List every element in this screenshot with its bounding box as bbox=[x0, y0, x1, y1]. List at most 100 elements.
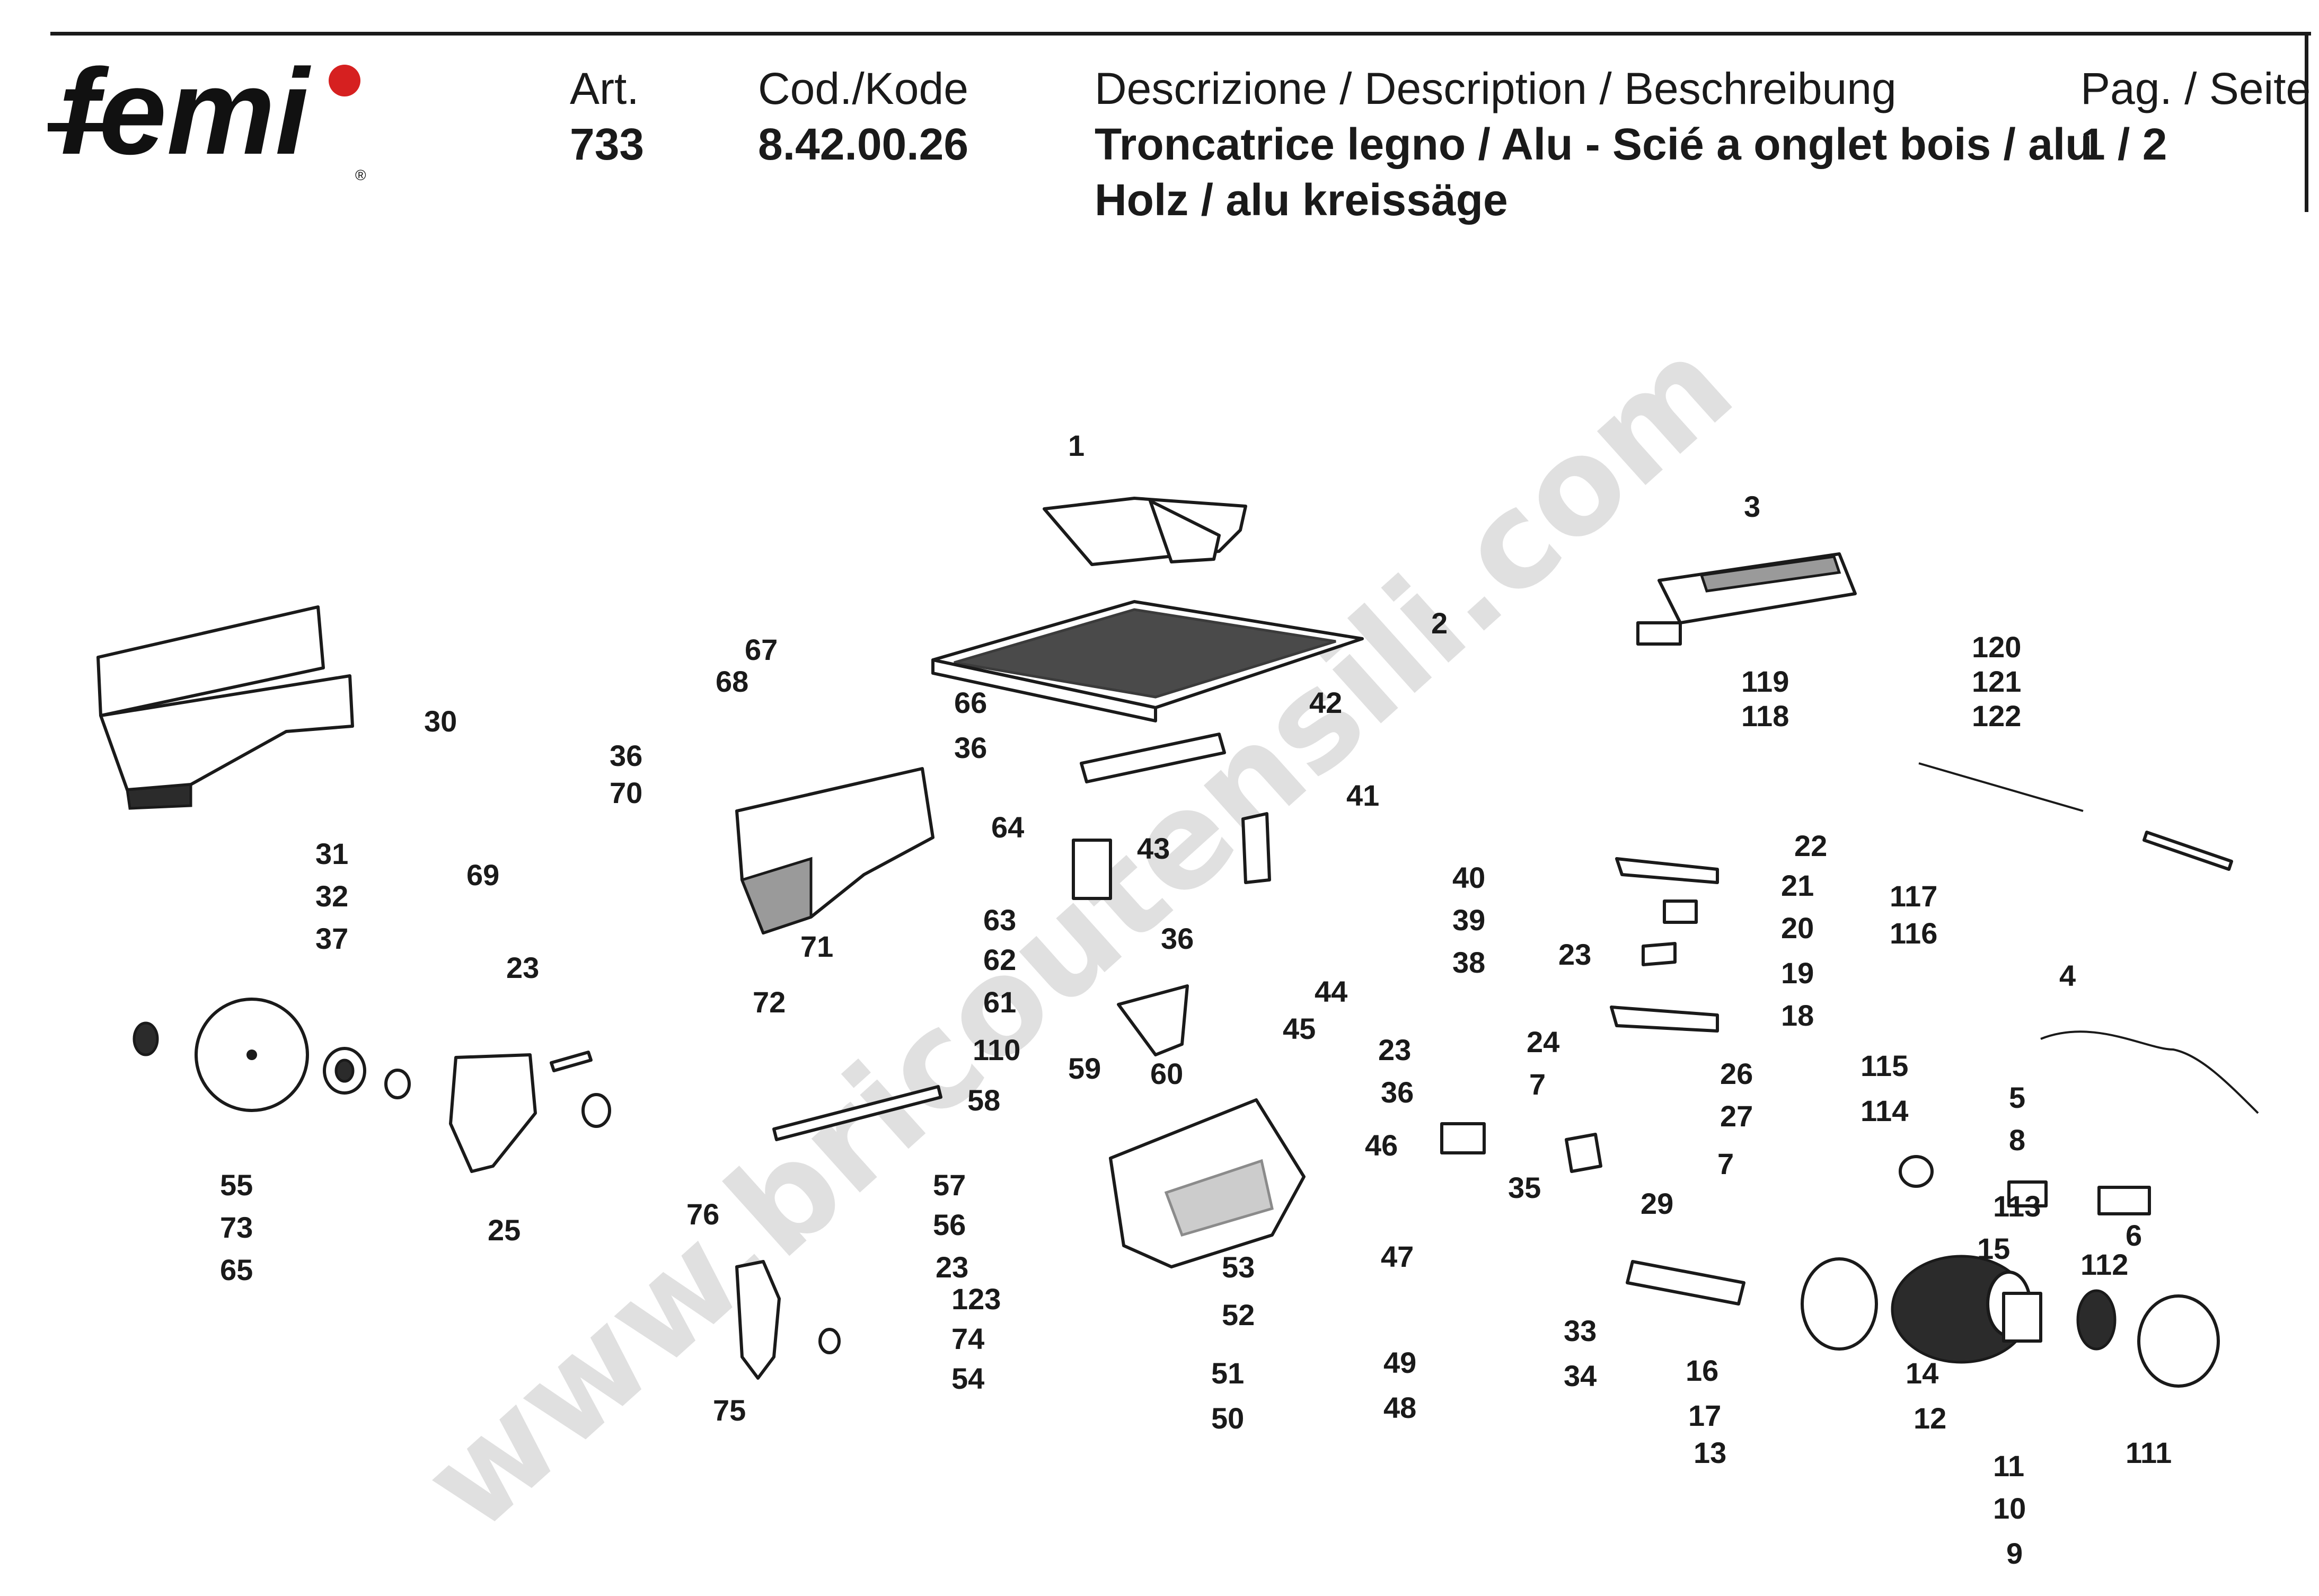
part-clamp bbox=[1241, 812, 1271, 884]
part-end-cap bbox=[2137, 1294, 2220, 1388]
part-fan bbox=[2076, 1289, 2117, 1351]
part-number-label: 35 bbox=[1508, 1171, 1541, 1204]
part-number-label: 2 bbox=[1431, 606, 1448, 640]
part-number-label: 73 bbox=[220, 1211, 253, 1244]
part-lever-21 bbox=[1615, 857, 1719, 884]
part-number-label: 50 bbox=[1211, 1401, 1244, 1435]
part-number-label: 9 bbox=[2006, 1537, 2023, 1570]
part-power-cable bbox=[2040, 1030, 2259, 1114]
part-washer-25 bbox=[581, 1093, 611, 1128]
part-number-label: 111 bbox=[2126, 1436, 2172, 1469]
part-number-label: 75 bbox=[713, 1394, 746, 1427]
part-number-label: 31 bbox=[315, 837, 348, 870]
part-number-label: 43 bbox=[1137, 832, 1170, 865]
logo-text: femi bbox=[58, 58, 311, 180]
part-number-label: 118 bbox=[1741, 699, 1789, 733]
part-number-label: 65 bbox=[220, 1253, 253, 1286]
part-number-label: 8 bbox=[2009, 1123, 2025, 1157]
part-number-label: 17 bbox=[1688, 1399, 1721, 1432]
part-number-label: 63 bbox=[983, 903, 1016, 937]
part-number-label: 66 bbox=[954, 686, 987, 719]
watermark-text: www.bricoutensili.com bbox=[395, 308, 1761, 1560]
part-motor-housing bbox=[735, 767, 934, 935]
part-number-label: 59 bbox=[1068, 1052, 1101, 1085]
description-line-2: Holz / alu kreissäge bbox=[1095, 175, 1508, 225]
part-number-label: 123 bbox=[951, 1282, 1001, 1316]
part-block bbox=[1440, 1122, 1486, 1154]
part-number-label: 29 bbox=[1641, 1187, 1673, 1220]
part-number-label: 23 bbox=[506, 951, 539, 984]
description-line-1: Troncatrice legno / Alu - Scié a onglet … bbox=[1095, 119, 2093, 169]
part-saw-table bbox=[931, 600, 1364, 722]
part-plate bbox=[1565, 1133, 1602, 1173]
part-number-label: 34 bbox=[1564, 1359, 1597, 1392]
part-rip-fence bbox=[1636, 552, 1857, 646]
part-flange bbox=[133, 1021, 159, 1056]
part-number-label: 24 bbox=[1527, 1025, 1559, 1059]
page-label: Pag. / Seite bbox=[2080, 64, 2311, 113]
description-block: Descrizione / Description / Beschreibung… bbox=[1095, 61, 2093, 228]
part-number-label: 53 bbox=[1222, 1250, 1255, 1284]
part-number-label: 38 bbox=[1452, 946, 1485, 979]
part-bushing-114 bbox=[1899, 1155, 1934, 1188]
part-number-label: 39 bbox=[1452, 903, 1485, 937]
part-lever-18 bbox=[1610, 1006, 1719, 1033]
part-number-label: 36 bbox=[610, 739, 642, 772]
part-number-label: 119 bbox=[1741, 665, 1789, 698]
part-number-label: 60 bbox=[1150, 1057, 1183, 1090]
part-number-label: 27 bbox=[1720, 1099, 1753, 1133]
part-number-label: 4 bbox=[2059, 959, 2076, 992]
part-number-label: 32 bbox=[315, 879, 348, 913]
code-label: Cod./Kode bbox=[758, 64, 968, 113]
part-number-label: 6 bbox=[2126, 1219, 2142, 1252]
part-number-label: 121 bbox=[1972, 665, 2021, 698]
part-number-label: 49 bbox=[1383, 1346, 1416, 1379]
part-base-casting bbox=[1109, 1098, 1306, 1268]
art-label: Art. bbox=[570, 64, 639, 113]
part-number-label: 112 bbox=[2080, 1248, 2128, 1281]
part-number-label: 76 bbox=[686, 1197, 719, 1231]
part-number-labels: 1234567789101112131415161718192021222323… bbox=[220, 429, 2172, 1570]
part-handle-washer bbox=[818, 1328, 841, 1354]
code-block: Cod./Kode 8.42.00.26 bbox=[758, 61, 968, 172]
part-number-label: 12 bbox=[1914, 1401, 1946, 1435]
part-number-label: 3 bbox=[1744, 490, 1760, 523]
page-block: Pag. / Seite 1 / 2 bbox=[2080, 61, 2311, 172]
part-number-label: 70 bbox=[610, 776, 642, 809]
part-number-label: 51 bbox=[1211, 1356, 1244, 1390]
part-saw-blade bbox=[195, 998, 309, 1112]
part-number-label: 36 bbox=[1381, 1075, 1414, 1109]
part-number-label: 1 bbox=[1068, 429, 1084, 462]
part-number-label: 71 bbox=[800, 930, 833, 963]
femi-logo: femi ® bbox=[48, 58, 366, 183]
part-number-label: 57 bbox=[933, 1168, 966, 1202]
part-lower-guard bbox=[449, 1053, 537, 1173]
part-number-label: 22 bbox=[1794, 829, 1827, 862]
part-number-label: 5 bbox=[2009, 1081, 2025, 1114]
part-number-label: 36 bbox=[1161, 922, 1194, 955]
part-number-label: 18 bbox=[1781, 999, 1814, 1032]
part-blade-guard-top bbox=[1043, 497, 1247, 566]
part-number-label: 11 bbox=[1993, 1449, 2024, 1483]
part-number-label: 46 bbox=[1365, 1128, 1398, 1162]
part-side-cover bbox=[96, 605, 354, 810]
part-number-label: 56 bbox=[933, 1208, 966, 1241]
part-number-label: 61 bbox=[983, 985, 1016, 1019]
part-number-label: 20 bbox=[1781, 911, 1814, 945]
part-number-label: 67 bbox=[745, 633, 778, 666]
part-number-label: 42 bbox=[1309, 686, 1342, 719]
code-value: 8.42.00.26 bbox=[758, 119, 969, 169]
part-number-label: 69 bbox=[466, 858, 499, 892]
part-bracket bbox=[1080, 733, 1226, 783]
part-number-label: 7 bbox=[1717, 1147, 1734, 1180]
part-number-label: 41 bbox=[1346, 779, 1379, 812]
part-number-label: 14 bbox=[1906, 1356, 1938, 1390]
part-bracket-15 bbox=[2002, 1292, 2042, 1343]
part-number-label: 25 bbox=[488, 1213, 521, 1247]
part-knob-20 bbox=[1663, 900, 1698, 924]
part-rotor bbox=[1626, 1260, 1745, 1306]
art-value: 733 bbox=[570, 119, 645, 169]
part-number-label: 23 bbox=[1558, 938, 1591, 971]
part-number-label: 72 bbox=[753, 985, 786, 1019]
